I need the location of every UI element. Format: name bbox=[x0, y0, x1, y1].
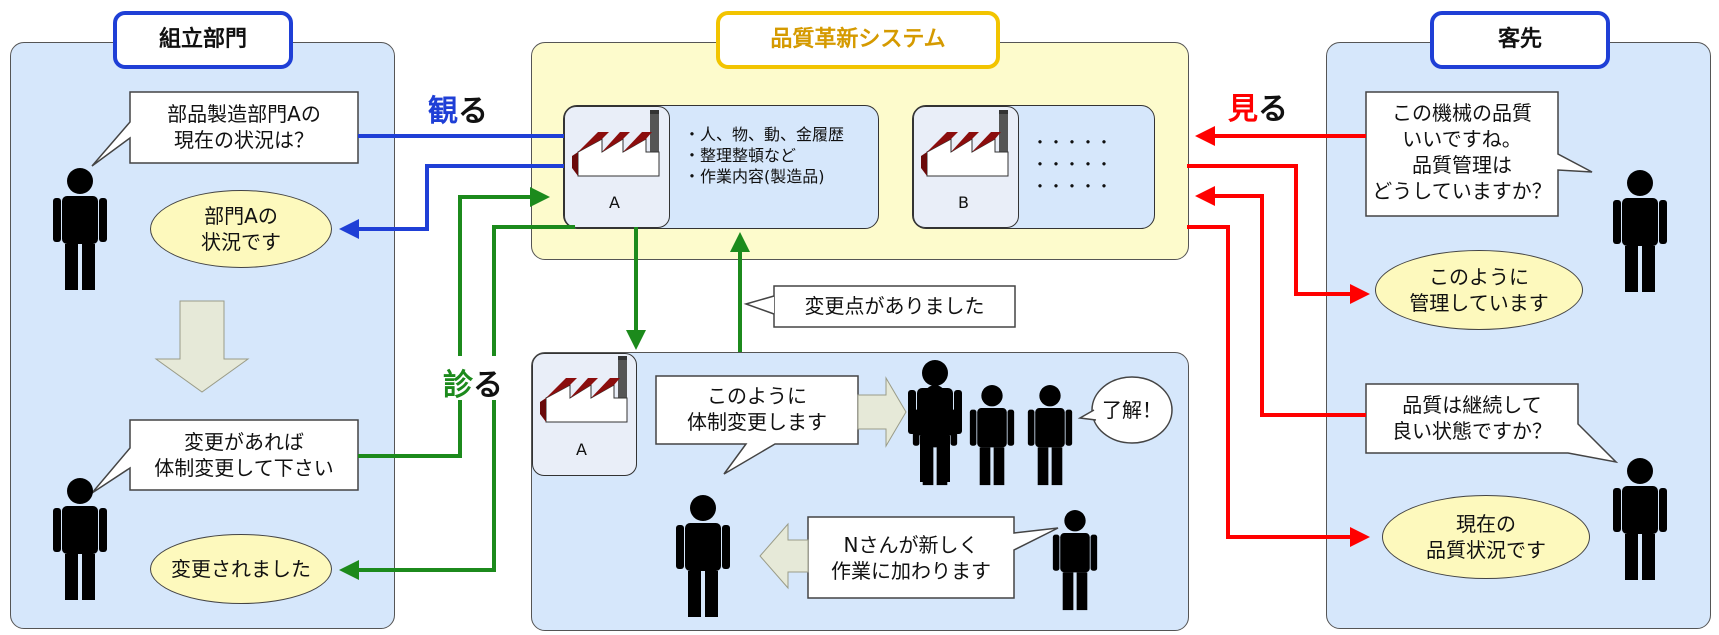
announce-text: このように体制変更します bbox=[687, 384, 827, 434]
factory-b-items: ・・・・・ ・・・・・ ・・・・・ bbox=[1032, 133, 1113, 196]
person-new-worker bbox=[1052, 510, 1098, 611]
factory-lower-icon bbox=[539, 355, 628, 423]
person-leader bbox=[676, 495, 730, 617]
ack-bubble bbox=[1091, 376, 1173, 444]
right-q1-callout bbox=[1365, 91, 1593, 217]
person-right-1 bbox=[1613, 170, 1667, 292]
ack-text: 了解！ bbox=[1102, 398, 1162, 422]
customer-title: 客先 bbox=[1430, 11, 1610, 69]
verb-watch: 観る bbox=[428, 94, 488, 129]
person-left-2 bbox=[53, 478, 107, 600]
right-block-arrow bbox=[857, 376, 907, 448]
verb-see: 見る bbox=[1228, 92, 1288, 127]
left-q1-text: 部品製造部門Aの現在の状況は？ bbox=[167, 102, 321, 152]
factory-a-items: ・人、物、動、金履歴 ・整理整頓など ・作業内容(製造品) bbox=[684, 125, 845, 186]
factory-b-icon bbox=[920, 109, 1009, 177]
person-right-2 bbox=[1613, 458, 1667, 580]
factory-a-label: A bbox=[609, 193, 620, 212]
right-q2-callout bbox=[1365, 383, 1619, 464]
report-text: Nさんが新しく作業に加わります bbox=[831, 533, 991, 583]
left-q1-callout bbox=[91, 91, 359, 167]
down-block-arrow bbox=[154, 300, 250, 393]
left-a2-oval: 変更されました bbox=[150, 534, 332, 604]
report-callout bbox=[807, 516, 1059, 599]
factory-b-label: B bbox=[958, 193, 969, 212]
factory-lower-label: A bbox=[576, 440, 587, 459]
announce-callout bbox=[655, 375, 859, 475]
system-title: 品質革新システム bbox=[716, 11, 1000, 69]
right-q2-text: 品質は継続して良い状態ですか？ bbox=[1392, 393, 1552, 443]
assembly-title: 組立部門 bbox=[113, 11, 293, 69]
change-notice-text: 変更点がありました bbox=[804, 294, 985, 318]
left-q2-text: 変更があれば体制変更して下さい bbox=[154, 430, 334, 480]
left-q2-callout bbox=[91, 419, 359, 494]
left-a1-oval: 部門Aの状況です bbox=[150, 190, 332, 268]
factory-a-icon bbox=[571, 109, 660, 177]
verb-diagnose: 診る bbox=[443, 368, 503, 403]
person-left-1 bbox=[53, 168, 107, 290]
right-q1-text: この機械の品質いいですね。 品質管理はどうしていますか？ bbox=[1372, 101, 1552, 203]
right-a2-oval: 現在の品質状況です bbox=[1382, 495, 1590, 579]
right-a1-oval: このように管理しています bbox=[1375, 250, 1583, 330]
left-block-arrow bbox=[759, 522, 809, 590]
